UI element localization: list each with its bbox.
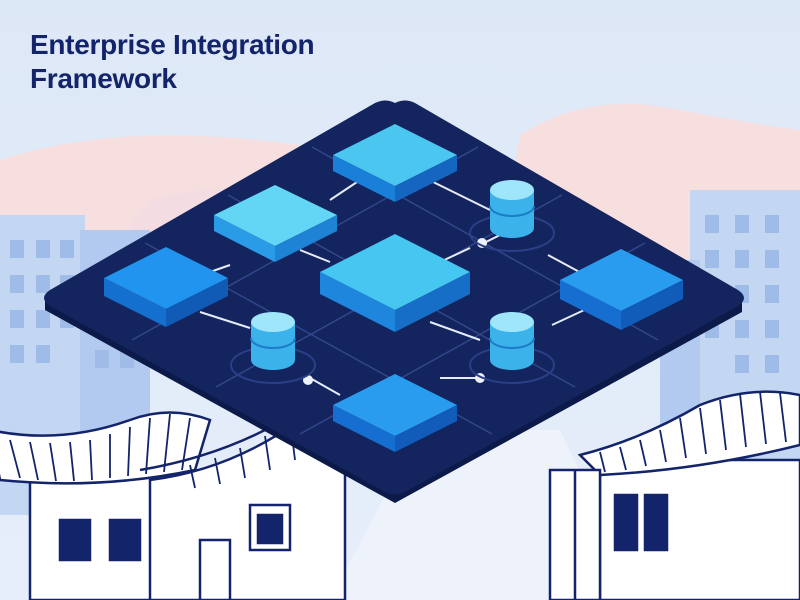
- hanok-right: [548, 390, 800, 600]
- hanok-right-roof-icon: [577, 390, 800, 477]
- server-block-right: [560, 249, 683, 330]
- database-cylinder-icon: [469, 180, 555, 252]
- server-block-top: [333, 124, 457, 202]
- title-line-2: Framework: [30, 63, 177, 94]
- database-cylinder-icon: [469, 312, 555, 384]
- integration-platform: [44, 100, 744, 503]
- server-block-center: [320, 234, 470, 332]
- database-cylinder-icon: [230, 312, 316, 384]
- title-line-1: Enterprise Integration: [30, 29, 315, 60]
- server-block-bottom: [333, 374, 457, 452]
- page-title: Enterprise Integration Framework: [30, 28, 315, 96]
- server-block-upper-left: [214, 185, 337, 262]
- server-block-left: [104, 247, 228, 327]
